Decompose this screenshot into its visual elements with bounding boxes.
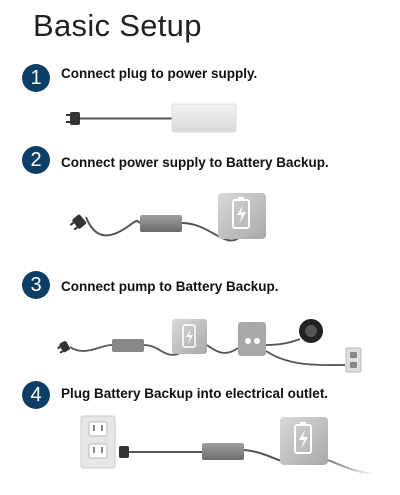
step-4-text: Plug Battery Backup into electrical outl… <box>61 386 329 401</box>
power-supply-icon <box>112 339 144 352</box>
plug-icon <box>69 214 87 231</box>
step-3-illustration <box>57 319 362 373</box>
power-supply-icon <box>171 103 237 133</box>
step-1-text: Connect plug to power supply. <box>61 66 258 81</box>
plug-icon <box>57 341 70 354</box>
step-2-text: Connect power supply to Battery Backup. <box>61 155 329 170</box>
plug-icon <box>66 112 80 125</box>
plug-icon <box>119 446 129 458</box>
battery-backup-icon <box>218 193 266 239</box>
step-4-illustration <box>80 415 376 475</box>
outlet-icon <box>80 415 116 469</box>
step-1-illustration <box>66 103 340 133</box>
power-supply-icon <box>140 215 182 232</box>
step-3-text: Connect pump to Battery Backup. <box>61 279 279 294</box>
step-4-badge: 4 <box>22 381 50 409</box>
battery-backup-icon <box>238 322 266 356</box>
outlet-icon <box>345 347 362 373</box>
step-3-badge: 3 <box>22 271 50 299</box>
battery-backup-icon <box>172 319 207 354</box>
step-2-illustration <box>69 193 266 242</box>
pump-icon <box>299 319 323 343</box>
page-title: Basic Setup <box>33 8 202 43</box>
battery-backup-icon <box>280 417 328 465</box>
step-2-badge: 2 <box>22 146 50 174</box>
step-1-badge: 1 <box>22 64 50 92</box>
power-supply-icon <box>202 443 244 460</box>
